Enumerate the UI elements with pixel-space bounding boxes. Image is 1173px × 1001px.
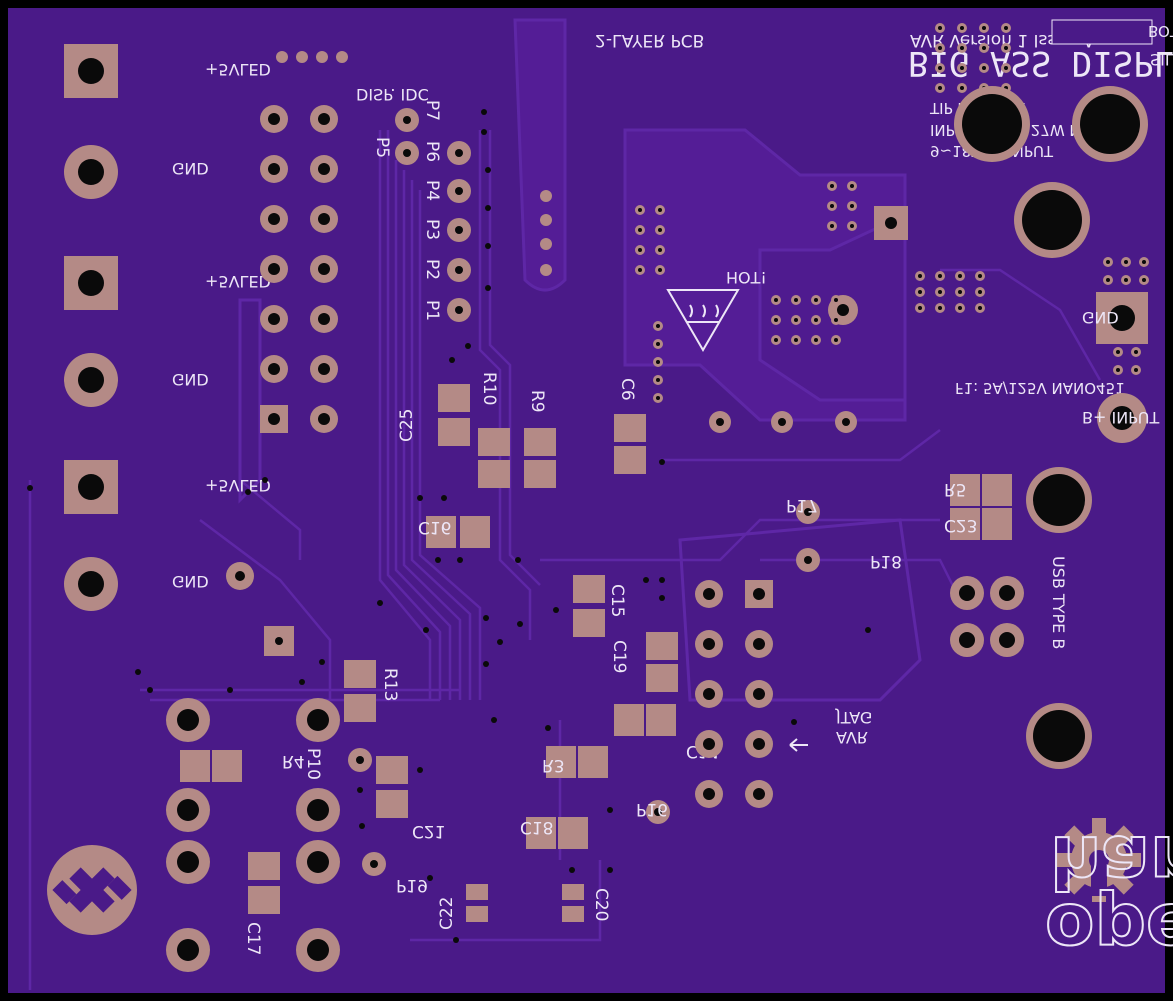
vias: [27, 109, 871, 943]
jtag-label-bottom: AVR: [836, 728, 868, 747]
designators: C25 R10 R9 C6 C16 C15 C19 R13 R4 C21 C17…: [243, 372, 978, 956]
label-c16: C16: [418, 517, 452, 537]
label-c6: C6: [617, 378, 637, 401]
tp-label-p2: P2: [422, 259, 442, 280]
header-silkscreen: AVR Version 1 Issue A 2-LAYER PCB BIG AS…: [595, 19, 1173, 83]
label-c25: C25: [397, 408, 417, 442]
board-title: BIG ASS DISPLAY DRIVER: [908, 43, 1173, 83]
tp-label-p3: P3: [422, 219, 442, 240]
version-text: AVR Version 1 Issue A: [910, 30, 1095, 50]
label-c20: C20: [591, 888, 611, 922]
label-c23: C23: [944, 515, 978, 535]
label-r10: R10: [479, 372, 499, 405]
label-c17: C17: [243, 922, 263, 956]
hackaday-logo-icon: [47, 845, 137, 935]
gnd-right-pad: GND: [1082, 292, 1148, 344]
left-power-connectors: +5VLED GND +5VLED GND +5VLED GND: [64, 44, 271, 611]
tp-label-p19: P19: [396, 875, 428, 895]
b-plus-input-pad: B+ INPUT: [1082, 393, 1160, 443]
connector-label: GND: [172, 370, 209, 389]
thermal-vias: [635, 23, 1149, 403]
label-r3: R3: [542, 755, 565, 775]
hot-warning-text: HOT!: [726, 268, 767, 287]
label-c18: C18: [520, 817, 554, 837]
test-points-center: P17 P18 P10 P19 P16: [303, 495, 902, 895]
tp-label-p17: P17: [786, 495, 818, 515]
jtag-label-top: JTAG: [835, 708, 872, 727]
disp-idc-header: DISP. IDC: [260, 51, 429, 433]
jtag-arrow-icon: [789, 738, 808, 752]
smd-pads: [180, 384, 1012, 922]
label-r9: R9: [527, 390, 547, 413]
label-r5: R5: [944, 479, 967, 499]
barrel-jack: [954, 86, 1148, 258]
connector-label: +5VLED: [205, 60, 271, 79]
gnd-right-label: GND: [1082, 308, 1119, 327]
tp-label-p16: P16: [636, 799, 668, 819]
usb-type-b-connector: USB TYPE B: [950, 467, 1092, 769]
label-r4: R4: [282, 751, 305, 771]
label-c21: C21: [412, 821, 446, 841]
connector-label: GND: [172, 159, 209, 178]
test-points-top: P7 P5 P6 P4 P3 P2 P1: [372, 100, 471, 322]
connector-label: GND: [172, 572, 209, 591]
fuse-label: F1: 5A/125V NANO451: [955, 379, 1125, 397]
tp-label-p4: P4: [422, 180, 442, 201]
jtag-header: JTAG AVR: [695, 580, 872, 808]
oshw-hardware-text: hardware: [1050, 820, 1173, 904]
label-c15: C15: [607, 584, 627, 618]
silk-b-label: SILK B: [1150, 50, 1173, 69]
oshw-open-text: open: [1045, 888, 1173, 972]
connector-label: +5VLED: [205, 272, 271, 291]
open-hardware-gear-icon: [1057, 818, 1141, 902]
tp-label-p5: P5: [372, 137, 392, 158]
label-r13: R13: [380, 668, 400, 701]
label-c22: C22: [437, 896, 457, 930]
tp-label-p10: P10: [303, 748, 323, 780]
usb-label: USB TYPE B: [1049, 556, 1068, 649]
traces: [28, 130, 1102, 990]
hot-surface-warning-icon: [666, 289, 740, 352]
tp-label-p1: P1: [422, 300, 442, 321]
idc-label: DISP. IDC: [356, 85, 429, 104]
layer-text: 2-LAYER PCB: [595, 30, 704, 50]
bottom-badge-text: BOTTOM: [1148, 22, 1173, 40]
connector-label: +5VLED: [205, 476, 271, 495]
lower-left-pads: [166, 190, 552, 972]
bottom-badge: [1051, 19, 1153, 45]
label-c19: C19: [609, 640, 629, 674]
tp-label-p7: P7: [422, 100, 442, 121]
tp-label-p18: P18: [870, 551, 902, 571]
tp-label-p6: P6: [422, 141, 442, 162]
b-plus-input-label: B+ INPUT: [1082, 408, 1160, 427]
